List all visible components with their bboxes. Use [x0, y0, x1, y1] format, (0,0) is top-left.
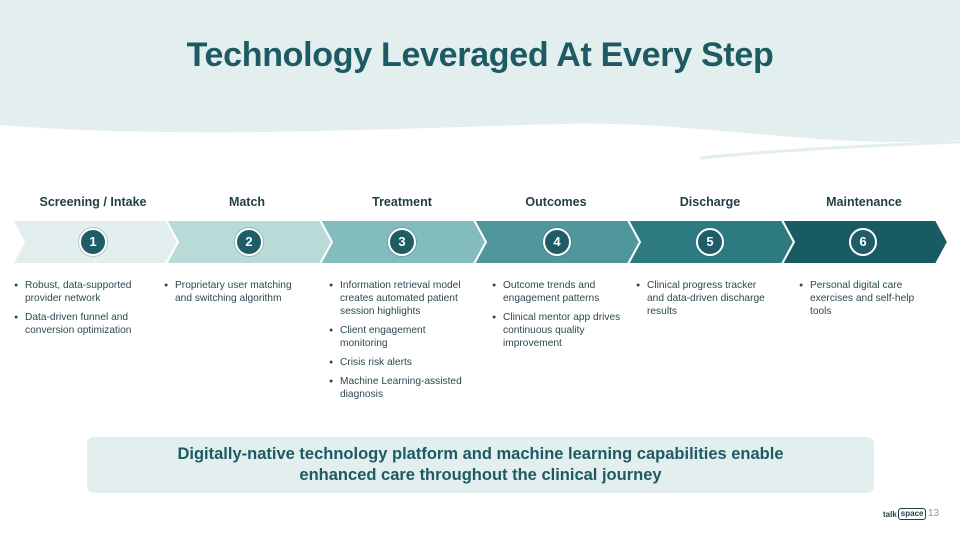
bullets-outcomes: Outcome trends and engagement patterns C…	[492, 279, 624, 356]
page-number: 13	[928, 508, 940, 519]
bullet-item: Crisis risk alerts	[329, 356, 471, 369]
stage-label-outcomes: Outcomes	[525, 195, 587, 209]
bullet-item: Clinical progress tracker and data-drive…	[636, 279, 776, 318]
bullet-item: Outcome trends and engagement patterns	[492, 279, 624, 305]
step-number-6: 6	[849, 228, 877, 256]
stage-label-discharge: Discharge	[679, 195, 741, 209]
bullets-maintenance: Personal digital care exercises and self…	[799, 279, 925, 324]
step-number-5: 5	[696, 228, 724, 256]
bullet-item: Proprietary user matching and switching …	[164, 279, 294, 305]
bullet-item: Information retrieval model creates auto…	[329, 279, 471, 318]
summary-callout: Digitally-native technology platform and…	[87, 437, 874, 493]
header-banner	[0, 0, 960, 160]
logo-prefix: talk	[883, 509, 897, 519]
bullets-discharge: Clinical progress tracker and data-drive…	[636, 279, 776, 324]
bullets-screening: Robust, data-supported provider network …	[14, 279, 146, 343]
step-number-2: 2	[235, 228, 263, 256]
bullet-item: Machine Learning-assisted diagnosis	[329, 375, 471, 401]
bullet-item: Personal digital care exercises and self…	[799, 279, 925, 318]
stage-label-screening: Screening / Intake	[39, 195, 147, 209]
step-number-4: 4	[543, 228, 571, 256]
logo-boxed-text: space	[897, 508, 927, 520]
process-chevrons	[10, 219, 950, 265]
page-title: Technology Leveraged At Every Step	[186, 36, 774, 74]
bullet-item: Clinical mentor app drives continuous qu…	[492, 311, 624, 350]
bullets-treatment: Information retrieval model creates auto…	[329, 279, 471, 407]
step-number-3: 3	[388, 228, 416, 256]
bullet-item: Robust, data-supported provider network	[14, 279, 146, 305]
bullets-match: Proprietary user matching and switching …	[164, 279, 294, 311]
stage-label-treatment: Treatment	[372, 195, 432, 209]
bullet-item: Client engagement monitoring	[329, 324, 471, 350]
stage-label-match: Match	[228, 195, 266, 209]
bullet-item: Data-driven funnel and conversion optimi…	[14, 311, 146, 337]
step-number-1: 1	[79, 228, 107, 256]
summary-callout-text: Digitally-native technology platform and…	[177, 445, 784, 484]
stage-label-maintenance: Maintenance	[826, 195, 902, 209]
